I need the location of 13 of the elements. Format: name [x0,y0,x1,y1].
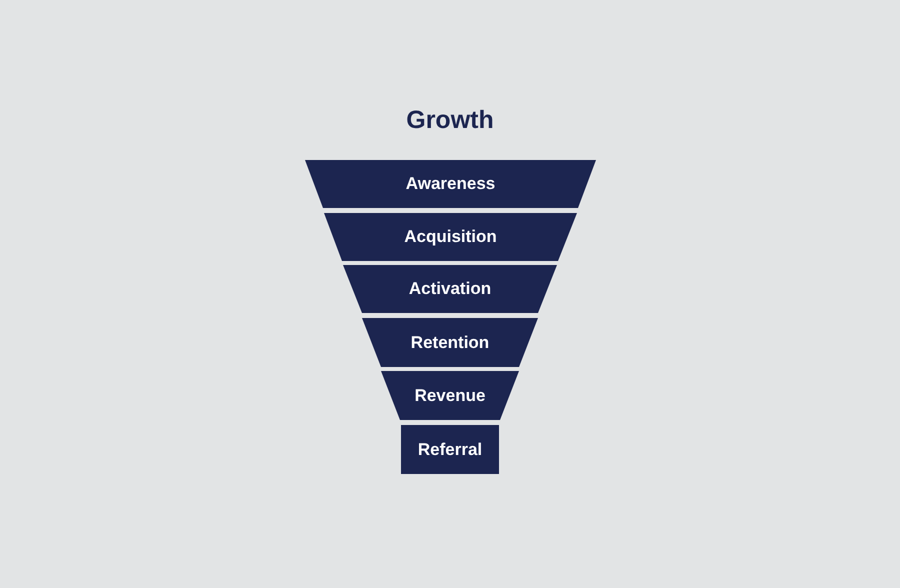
funnel-stage [324,213,577,261]
funnel-stage [305,160,596,208]
stage-label: Retention [410,332,490,352]
funnel-stage [362,318,538,367]
stage-label: Referral [418,440,482,458]
stage-label: Activation [408,279,492,298]
funnel-base-block [401,425,499,474]
funnel-stage [381,371,519,420]
funnel-stage [343,265,557,313]
title: Growth [406,106,494,134]
stage-label: Revenue [414,386,486,404]
stage-label: Acquisition [404,227,497,246]
stage-label: Awareness [406,174,496,193]
